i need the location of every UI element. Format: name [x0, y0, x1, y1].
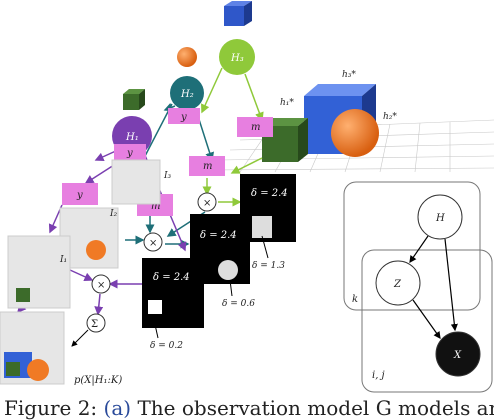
i1-label: I₁: [59, 255, 67, 265]
image-plane-i3: I₃: [111, 159, 172, 205]
plate-k: [343, 181, 481, 311]
image-plane-i2: I₂: [59, 207, 119, 269]
top-blue-cube: [224, 1, 252, 26]
y-label: y: [180, 112, 187, 123]
times-symbol: ×: [97, 280, 105, 291]
depth-map-low: δ = 2.4: [142, 258, 204, 328]
label-h3-star: h₃*: [342, 70, 356, 80]
top-orange-ball: [177, 47, 197, 67]
m-label: m: [151, 201, 160, 212]
y-box-i1: y: [62, 183, 98, 205]
node-h-label: H: [435, 213, 445, 224]
small-green-cube: [123, 89, 145, 110]
graphical-model: k i, j H Z X: [343, 181, 493, 393]
i3-label: I₃: [163, 171, 172, 181]
times-node-top: ×: [197, 192, 217, 212]
y-label: y: [126, 148, 133, 159]
m-label: m: [203, 161, 212, 172]
caption-link[interactable]: (a): [103, 396, 132, 420]
caption-text: The observation model G models an: [137, 396, 494, 420]
sum-symbol: Σ: [91, 319, 98, 330]
scene-orange-ball: [331, 109, 379, 157]
delta-02-label: δ = 0.2: [150, 341, 183, 351]
label-h2-star: h₂*: [383, 112, 397, 122]
times-symbol: ×: [203, 198, 211, 209]
node-z-label: Z: [393, 279, 402, 290]
h2-node: H₂: [170, 76, 204, 110]
h2-label: H₂: [180, 89, 194, 100]
node-h: [417, 194, 463, 240]
plate-ij: [361, 249, 493, 393]
output-label: p(X|H₁:K): [74, 375, 122, 386]
node-x: [435, 331, 481, 377]
times-node-low: ×: [91, 274, 111, 294]
times-node-mid: ×: [143, 232, 163, 252]
plate-k-label: k: [352, 294, 358, 305]
h3-node: H₃: [219, 39, 255, 75]
i2-label: I₂: [109, 209, 118, 219]
delta-13-label: δ = 1.3: [252, 261, 285, 271]
h1-label: H₁: [125, 132, 139, 143]
m-box-h3: m: [237, 117, 273, 137]
sum-node: Σ: [86, 313, 106, 333]
plate-ij-label: i, j: [372, 370, 385, 381]
y-label: y: [76, 190, 83, 201]
delta-06-label: δ = 0.6: [222, 299, 255, 309]
m-label: m: [251, 122, 260, 133]
delta-mid: δ = 2.4: [200, 230, 237, 241]
label-h1-star: h₁*: [280, 98, 294, 108]
node-z: [375, 260, 421, 306]
caption-prefix: Figure 2:: [4, 396, 98, 420]
y-box-h2: y: [168, 108, 200, 124]
image-plane-i1: I₁: [7, 235, 71, 309]
scene-green-cube: [262, 118, 308, 162]
figure-caption: Figure 2: (a) The observation model G mo…: [4, 396, 494, 420]
node-x-label: X: [453, 350, 462, 361]
delta-low: δ = 2.4: [153, 272, 190, 283]
delta-top: δ = 2.4: [251, 188, 288, 199]
y-box-h1: y: [114, 144, 146, 160]
m-box-h2: m: [189, 156, 225, 176]
times-symbol: ×: [149, 238, 157, 249]
output-image: [0, 311, 65, 385]
h3-label: H₃: [230, 53, 244, 64]
